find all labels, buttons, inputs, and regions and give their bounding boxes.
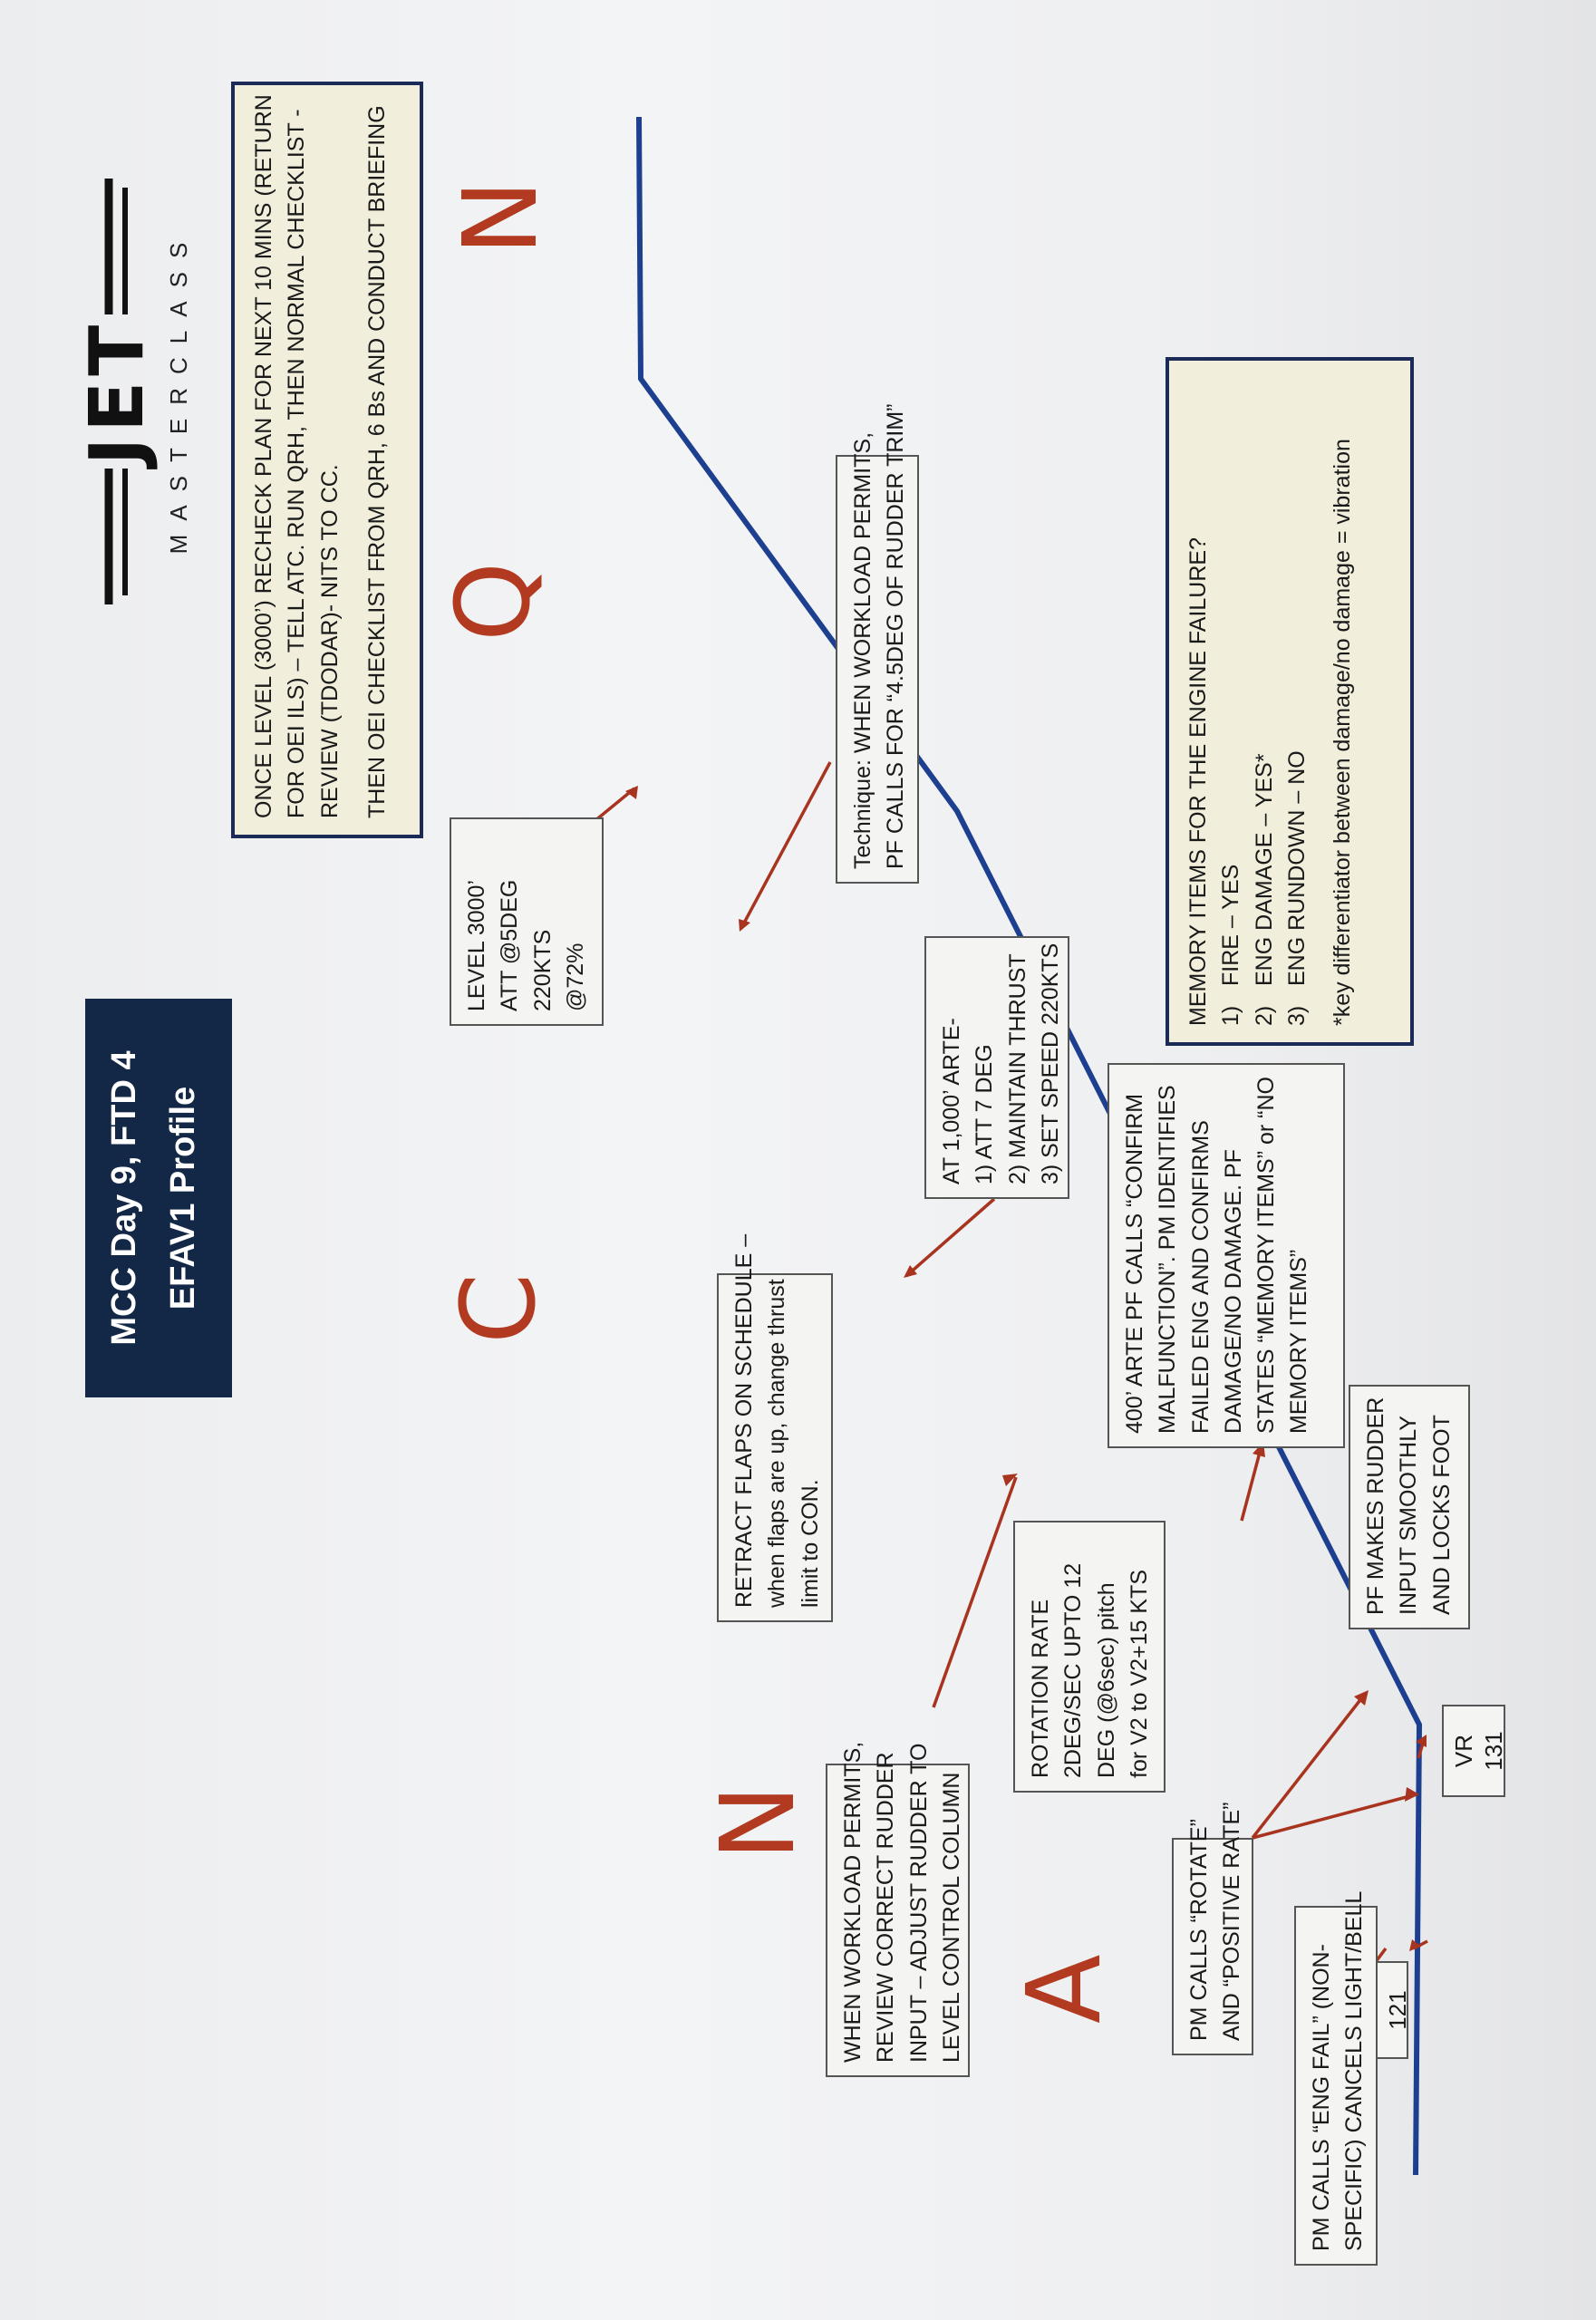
phase-letter-a: A <box>1006 1954 1124 2024</box>
jet-masterclass-logo: JET MASTERCLASS <box>74 179 207 604</box>
retract-flaps-line-1: RETRACT FLAPS ON SCHEDULE – <box>731 1233 757 1608</box>
page-subtitle: EFAV1 Profile <box>164 1086 202 1310</box>
level-3000-line-1: LEVEL 3000’ <box>464 879 489 1011</box>
arte-1000-line-3: 2) MAINTAIN THRUST <box>1004 953 1030 1184</box>
pf-rudder-line-3: AND LOCKS FOOT <box>1428 1415 1455 1615</box>
technique-line-1: Technique: WHEN WORKLOAD PERMITS, <box>850 431 875 869</box>
pf-rudder-line-1: PF MAKES RUDDER <box>1363 1397 1388 1615</box>
arte-400-callout: 400’ ARTE PF CALLS “CONFIRM MALFUNCTION”… <box>1108 1063 1345 1448</box>
level-3000-line-3: 220KTS <box>529 929 556 1011</box>
v1-value: 121 <box>1384 1990 1412 2030</box>
phase-letter-n2: N <box>442 179 560 256</box>
rudder-review-line-2: REVIEW CORRECT RUDDER <box>873 1752 899 2063</box>
rotation-rate-line-1: ROTATION RATE <box>1028 1599 1053 1778</box>
rotate-line-2: AND “POSITIVE RATE” <box>1219 1802 1245 2041</box>
once-level-line-2: FOR OEI ILS) – TELL ATC. RUN QRH, THEN N… <box>284 109 310 818</box>
page-title: MCC Day 9, FTD 4 <box>105 1050 143 1346</box>
eng-fail-callout: PM CALLS “ENG FAIL” (NON- SPECIFIC) CANC… <box>1294 1890 1378 2266</box>
logo-wordmark: JET <box>74 319 160 466</box>
phase-letter-n1: N <box>700 1784 817 1861</box>
level-3000-callout: LEVEL 3000’ ATT @5DEG 220KTS @72% <box>450 817 604 1026</box>
level-3000-line-4: @72% <box>562 942 588 1011</box>
flight-profile-line <box>636 116 1422 2176</box>
arte-400-line-6: MEMORY ITEMS” <box>1286 1249 1312 1434</box>
pf-rudder-callout: PF MAKES RUDDER INPUT SMOOTHLY AND LOCKS… <box>1349 1385 1470 1629</box>
title-banner: MCC Day 9, FTD 4 EFAV1 Profile <box>85 999 232 1397</box>
memory-items-heading: MEMORY ITEMS FOR THE ENGINE FAILURE? <box>1185 537 1211 1026</box>
arte-1000-line-1: AT 1,000’ ARTE- <box>939 1018 964 1184</box>
rudder-review-line-4: LEVEL CONTROL COLUMN <box>938 1772 964 2063</box>
arte-1000-line-4: 3) SET SPEED 220KTS <box>1037 942 1063 1184</box>
rotate-line-1: PM CALLS “ROTATE” <box>1186 1819 1212 2041</box>
arte-1000-callout: AT 1,000’ ARTE- 1) ATT 7 DEG 2) MAINTAIN… <box>924 936 1069 1199</box>
technique-line-2: PF CALLS FOR “4.5DEG OF RUDDER TRIM” <box>883 403 909 870</box>
pf-rudder-line-2: INPUT SMOOTHLY <box>1396 1416 1422 1615</box>
rotation-rate-line-4: for V2 to V2+15 KTS <box>1126 1570 1152 1778</box>
memory-items-list: 1)FIRE – YES 2)ENG DAMAGE – YES* 3)ENG R… <box>1214 377 1313 1026</box>
arrow-rudder-review <box>932 1476 1018 1708</box>
once-level-line-1: ONCE LEVEL (3000’) RECHECK PLAN FOR NEXT… <box>251 94 276 818</box>
memory-item: 2)ENG DAMAGE – YES* <box>1251 753 1277 1026</box>
memory-item: 1)FIRE – YES <box>1218 864 1244 1026</box>
vr-value: 131 <box>1479 1731 1507 1771</box>
arte-400-line-2: MALFUNCTION”. PM IDENTIFIES <box>1155 1085 1181 1434</box>
vr-label: VR <box>1450 1734 1477 1768</box>
arrow-1000-arte <box>904 1197 996 1278</box>
callout-arrows <box>522 761 1428 1968</box>
logo-wing-lines <box>104 179 128 604</box>
arte-400-line-4: DAMAGE/NO DAMAGE. PF <box>1220 1149 1246 1434</box>
memory-items-note: *key differentiator between damage/no da… <box>1330 439 1355 1026</box>
technique-callout: Technique: WHEN WORKLOAD PERMITS, PF CAL… <box>836 403 919 884</box>
arte-400-line-1: 400’ ARTE PF CALLS “CONFIRM <box>1122 1093 1147 1434</box>
arte-1000-line-2: 1) ATT 7 DEG <box>972 1044 998 1184</box>
rudder-review-line-3: INPUT – ADJUST RUDDER TO <box>905 1743 932 2063</box>
rotation-rate-line-2: 2DEG/SEC UPTO 12 <box>1060 1562 1087 1778</box>
once-level-callout: ONCE LEVEL (3000’) RECHECK PLAN FOR NEXT… <box>231 82 423 838</box>
rudder-review-callout: WHEN WORKLOAD PERMITS, REVIEW CORRECT RU… <box>826 1741 970 2077</box>
phase-letter-c: C <box>440 1272 558 1344</box>
retract-flaps-line-3: limit to CON. <box>797 1479 823 1608</box>
eng-fail-line-1: PM CALLS “ENG FAIL” (NON- <box>1309 1944 1334 2251</box>
retract-flaps-line-2: when flaps are up, change thrust <box>764 1279 790 1608</box>
vr-speed-box: VR 131 <box>1442 1705 1507 1797</box>
eng-fail-line-2: SPECIFIC) CANCELS LIGHT/BELL <box>1341 1890 1368 2251</box>
rudder-review-line-1: WHEN WORKLOAD PERMITS, <box>840 1741 866 2063</box>
arrow-rotate-a <box>1252 1793 1417 1840</box>
arte-400-line-3: FAILED ENG AND CONFIRMS <box>1187 1120 1214 1434</box>
arrow-rotate-b <box>1251 1691 1368 1840</box>
memory-items-box: MEMORY ITEMS FOR THE ENGINE FAILURE? 1)F… <box>1166 357 1414 1046</box>
phase-letter-q: Q <box>435 561 553 642</box>
memory-item: 3)ENG RUNDOWN – NO <box>1283 750 1310 1026</box>
retract-flaps-callout: RETRACT FLAPS ON SCHEDULE – when flaps a… <box>717 1233 833 1622</box>
arte-400-line-5: STATES “MEMORY ITEMS” or “NO <box>1253 1076 1279 1434</box>
level-3000-line-2: ATT @5DEG <box>497 879 523 1011</box>
then-oei-line: THEN OEI CHECKLIST FROM QRH, 6 Bs AND CO… <box>363 105 390 818</box>
once-level-line-3: REVIEW (TDODAR)- NITS TO CC. <box>316 464 343 818</box>
arrow-400-arte <box>1240 1445 1263 1522</box>
arrow-technique <box>740 761 832 929</box>
logo-subtitle: MASTERCLASS <box>165 228 192 555</box>
rotation-rate-callout: ROTATION RATE 2DEG/SEC UPTO 12 DEG (@6se… <box>1013 1521 1166 1793</box>
rotate-callout: PM CALLS “ROTATE” AND “POSITIVE RATE” <box>1172 1802 1253 2055</box>
rotation-rate-line-3: DEG (@6sec) pitch <box>1093 1582 1119 1778</box>
